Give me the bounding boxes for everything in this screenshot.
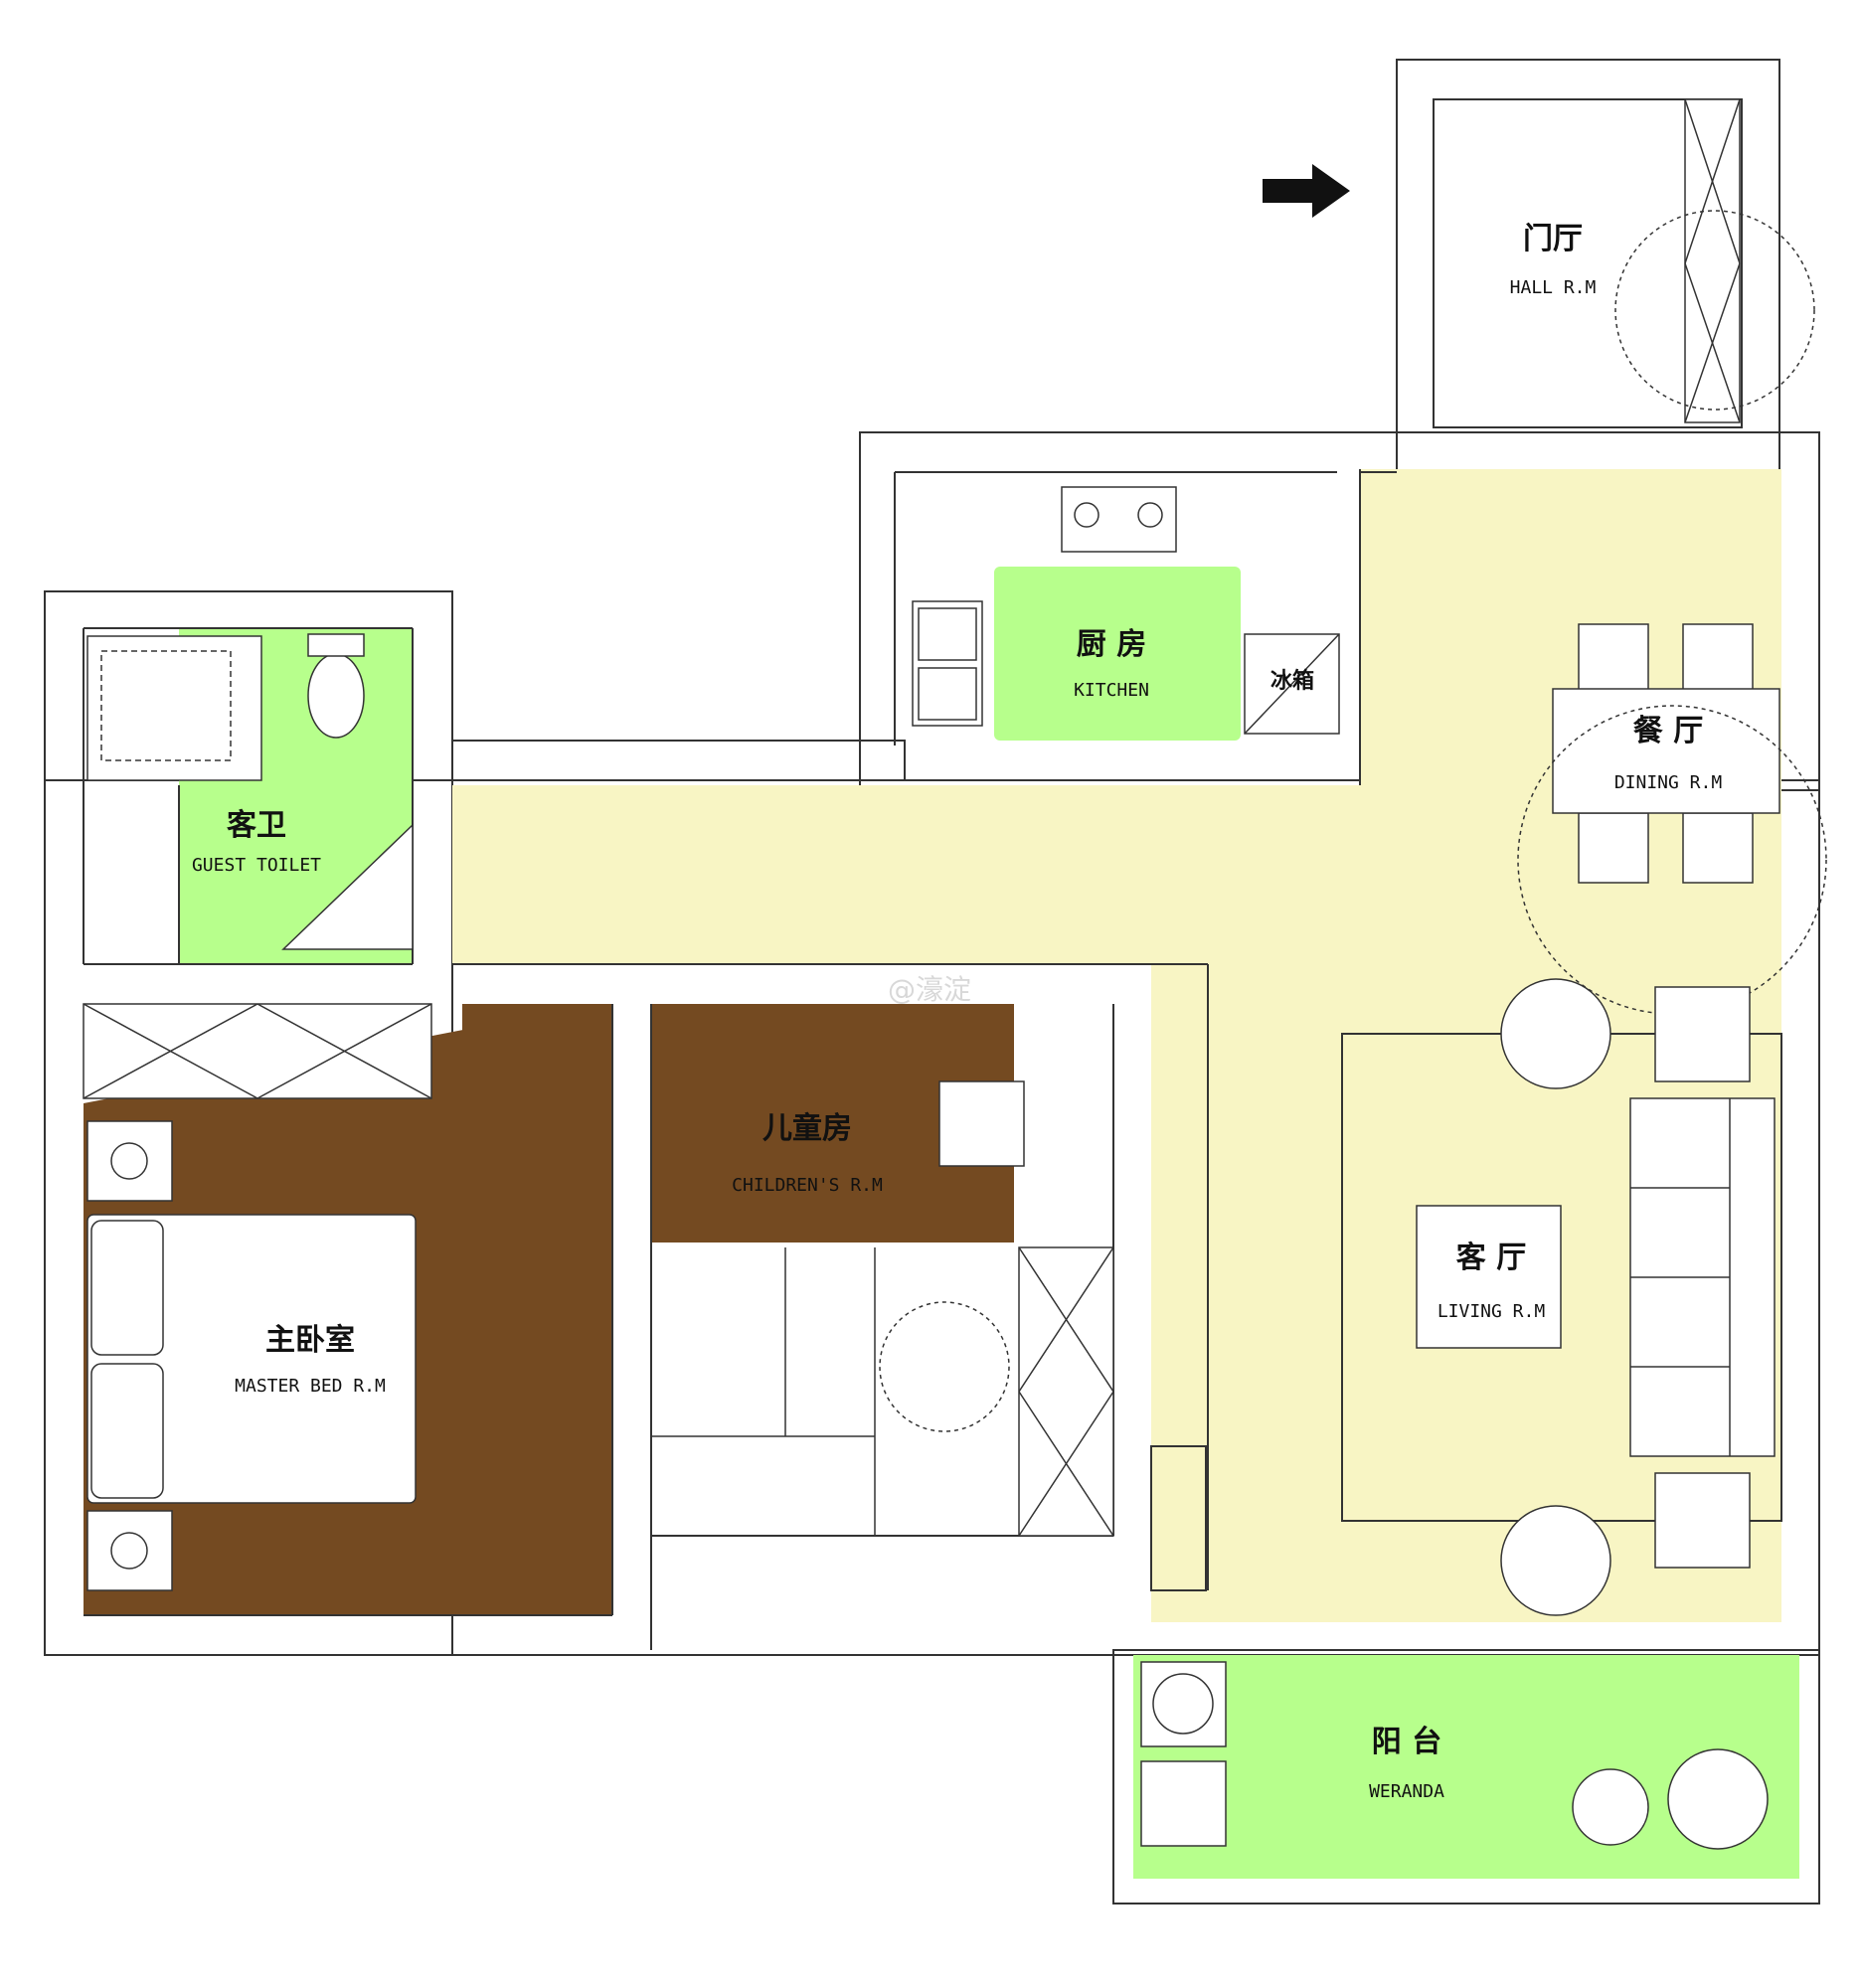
dining-table — [1552, 688, 1780, 814]
wardrobe — [83, 1003, 432, 1099]
toilet-label-zh: 客卫 — [227, 808, 286, 843]
veranda-label-en: WERANDA — [1369, 1781, 1444, 1802]
living-label-zh: 客 厅 — [1456, 1241, 1526, 1275]
plant — [1572, 1768, 1649, 1846]
hall-fixtures — [1614, 98, 1815, 423]
gas-stove — [1061, 486, 1177, 553]
kitchen-zone — [994, 567, 1241, 741]
master-zone-top — [462, 1004, 612, 1103]
living-label-en: LIVING R.M — [1438, 1301, 1546, 1322]
hall-label-zh: 门厅 — [1523, 222, 1583, 256]
burner-icon — [1074, 502, 1100, 528]
dining-set — [1517, 623, 1827, 1015]
shower-tray — [86, 635, 262, 781]
kitchen-fixtures — [912, 486, 1340, 735]
dining-label-en: DINING R.M — [1614, 772, 1723, 793]
fridge-label: 冰箱 — [1270, 668, 1314, 694]
side-table — [1654, 1472, 1751, 1569]
desk-chair — [938, 1080, 1025, 1167]
children-label-en: CHILDREN'S R.M — [732, 1175, 883, 1196]
kitchen-label-en: KITCHEN — [1074, 680, 1149, 701]
veranda-fixtures — [1140, 1661, 1769, 1850]
round-chair — [1667, 1748, 1769, 1850]
utility-sink — [1140, 1760, 1227, 1847]
master-furniture — [83, 1003, 432, 1591]
master-label-zh: 主卧室 — [265, 1323, 355, 1358]
kitchen-label-zh: 厨 房 — [1077, 627, 1146, 662]
dining-label-zh: 餐 厅 — [1633, 714, 1703, 748]
watermark: @濠淀 — [888, 973, 971, 1006]
room-labels: 门厅 HALL R.M 厨 房 KITCHEN 冰箱 客卫 GUEST TOIL… — [192, 222, 1722, 1802]
toilet-bowl — [307, 653, 365, 739]
children-furniture — [651, 1080, 1114, 1537]
entrance-arrow-icon — [1263, 164, 1350, 218]
nightstand — [86, 1510, 173, 1591]
nightstand — [86, 1120, 173, 1202]
wardrobe — [1018, 1246, 1114, 1537]
toilet-label-en: GUEST TOILET — [192, 855, 321, 876]
hall-label-en: HALL R.M — [1510, 277, 1597, 298]
toilet-fixtures — [86, 633, 414, 950]
burner-icon — [1137, 502, 1163, 528]
veranda-label-zh: 阳 台 — [1372, 1725, 1441, 1759]
master-label-en: MASTER BED R.M — [235, 1376, 386, 1397]
children-label-zh: 儿童房 — [762, 1111, 852, 1146]
living-furniture — [1416, 978, 1776, 1616]
coffee-table — [1416, 1205, 1562, 1349]
bed — [86, 1214, 417, 1504]
side-table — [1654, 986, 1751, 1082]
sink — [912, 600, 983, 727]
